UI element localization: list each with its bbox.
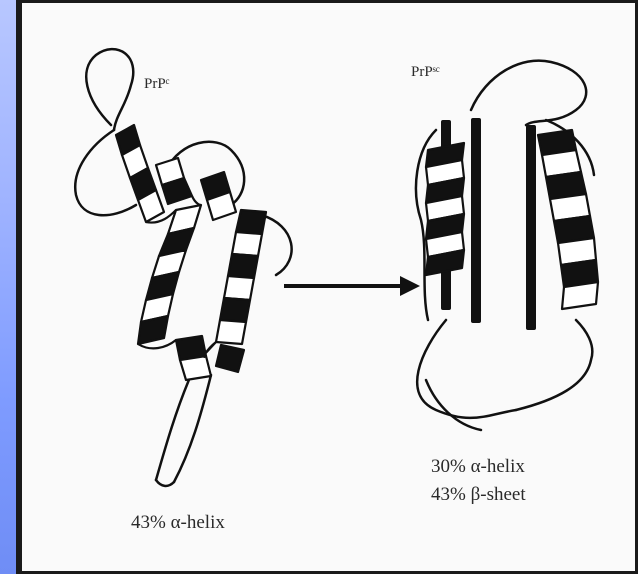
blue-side-band xyxy=(0,0,16,574)
prpc-helix-c xyxy=(138,205,201,344)
prpc-tail-2 xyxy=(174,375,211,482)
prpsc-bottom-loop xyxy=(417,320,516,418)
prpsc-composition-line1: 30% α-helix xyxy=(431,456,525,477)
prpsc-helix-left xyxy=(426,143,464,275)
prpsc-bottom-right xyxy=(516,320,592,410)
prpc-top-loop xyxy=(86,49,133,130)
prpsc-composition-line2: 43% β-sheet xyxy=(431,484,526,505)
prion-conversion-diagram: PrPᶜ PrPˢᶜ 43% α-helix 30% α-helix 43% β… xyxy=(16,0,638,574)
prpsc-top-loop xyxy=(471,61,586,125)
prpc-right-loop xyxy=(261,215,292,275)
conversion-arrow xyxy=(284,276,420,296)
beta-strand-3 xyxy=(526,125,536,330)
prpc-helix-a xyxy=(116,125,164,222)
prpc-tail-1 xyxy=(156,375,191,480)
prpc-structure xyxy=(75,49,291,486)
prpc-composition-label: 43% α-helix xyxy=(131,512,225,533)
prpc-helix-d xyxy=(216,210,266,344)
prpsc-name-label: PrPˢᶜ xyxy=(411,64,440,80)
prpsc-tail xyxy=(426,380,481,430)
prpc-name-label: PrPᶜ xyxy=(144,76,170,92)
beta-strand-2 xyxy=(471,118,481,323)
prpc-tail-join xyxy=(156,480,174,486)
